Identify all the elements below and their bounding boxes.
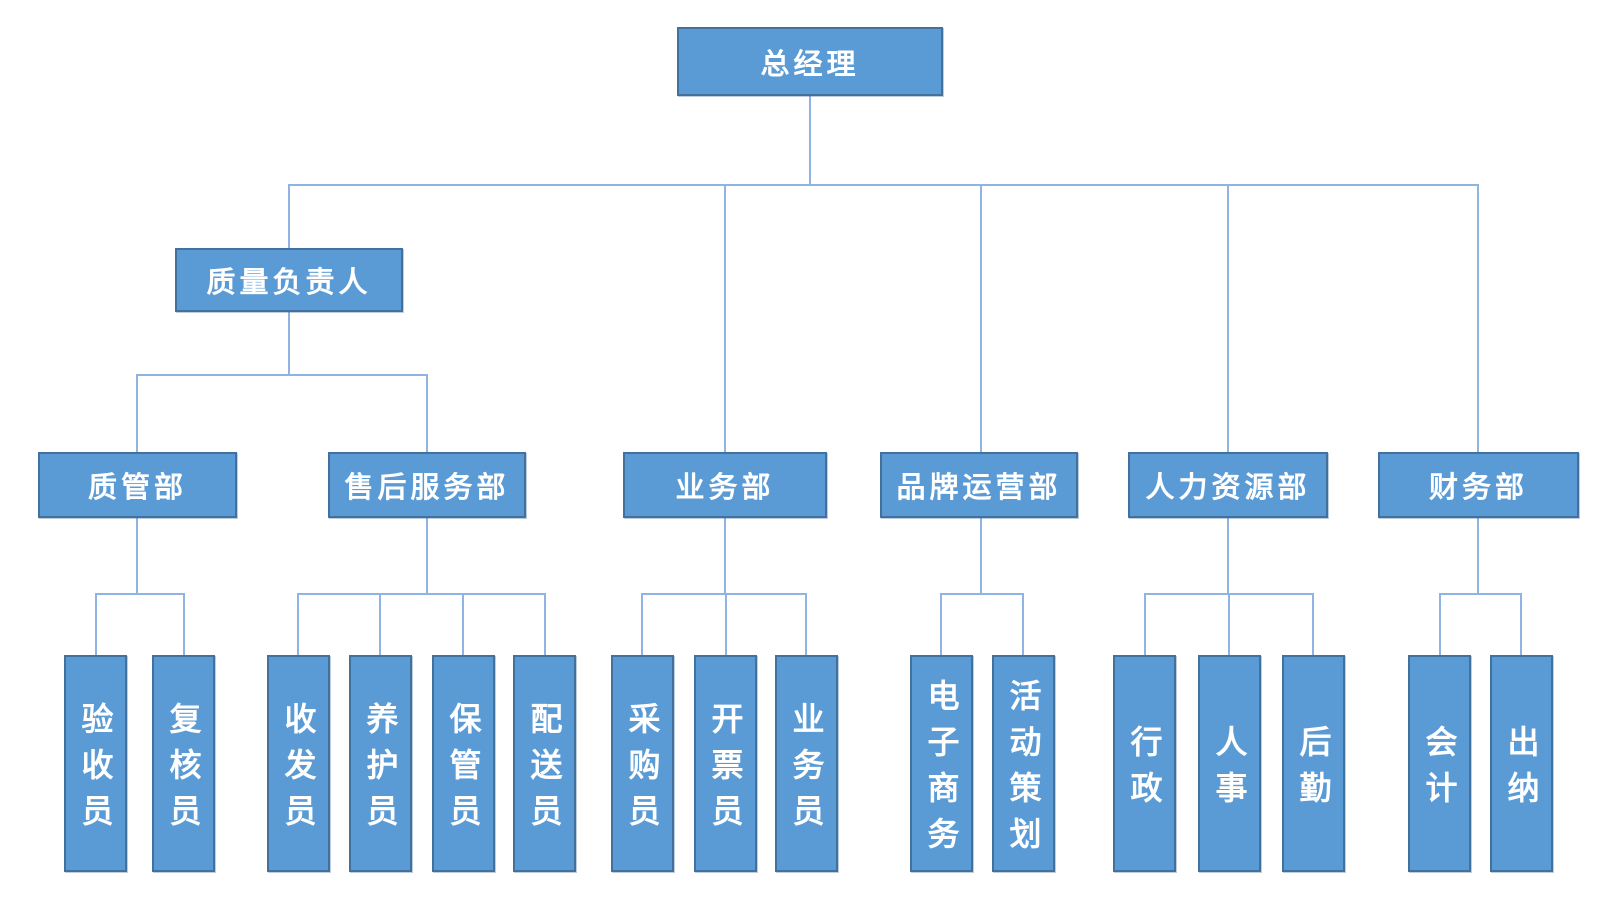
org-node-general-manager[interactable]: 总经理 [677, 27, 943, 96]
connector-bus-quality-staff [95, 593, 185, 595]
connector-drop-personnel [1228, 595, 1230, 655]
org-node-receiving-dispatch[interactable]: 收发员 [267, 655, 330, 872]
org-node-admin[interactable]: 行政 [1113, 655, 1176, 872]
connector-drop-reviewer [183, 595, 185, 655]
connector-drop-quality-dept [136, 376, 138, 452]
node-label: 活动策划 [1004, 678, 1043, 863]
org-node-event-planning[interactable]: 活动策划 [992, 655, 1055, 872]
connector-drop-hr-dept [1227, 186, 1229, 452]
connector-bus-hr-staff [1144, 593, 1314, 595]
org-node-maintenance[interactable]: 养护员 [349, 655, 412, 872]
connector-feed-after-sales-dept [426, 518, 428, 595]
org-node-ecommerce[interactable]: 电子商务 [910, 655, 973, 872]
connector-drop-business-dept [724, 186, 726, 452]
connector-drop-brand-dept [980, 186, 982, 452]
node-label: 电子商务 [922, 678, 961, 863]
org-node-storekeeper[interactable]: 保管员 [432, 655, 495, 872]
node-label: 采购员 [623, 701, 662, 840]
connector-drop-accountant [1439, 595, 1441, 655]
connector-drop-invoicing [725, 595, 727, 655]
connector-drop-delivery [544, 595, 546, 655]
connector-main-bus [288, 184, 1479, 186]
connector-drop-logistics [1312, 595, 1314, 655]
connector-drop-after-sales-dept [426, 376, 428, 452]
org-node-reviewer[interactable]: 复核员 [152, 655, 215, 872]
node-label: 养护员 [361, 701, 400, 840]
node-label: 出纳 [1502, 724, 1541, 817]
node-label: 质量负责人 [206, 265, 372, 299]
connector-drop-quality-lead [288, 186, 290, 248]
connector-feed-brand-dept [980, 518, 982, 595]
org-node-inspector[interactable]: 验收员 [64, 655, 127, 872]
connector-feed-finance-dept [1477, 518, 1479, 595]
connector-drop-finance-dept [1477, 186, 1479, 452]
connector-bus-finance-staff [1439, 593, 1522, 595]
connector-bus-business-staff [641, 593, 807, 595]
connector-drop-salesperson [805, 595, 807, 655]
connector-drop-receiving [297, 595, 299, 655]
org-node-finance-dept[interactable]: 财务部 [1378, 452, 1579, 518]
org-node-accountant[interactable]: 会计 [1408, 655, 1471, 872]
connector-bus-brand-staff [940, 593, 1024, 595]
node-label: 质管部 [87, 470, 187, 504]
node-label: 复核员 [164, 701, 203, 840]
connector-drop-purchaser [641, 595, 643, 655]
connector-quality-lead-feed [288, 312, 290, 375]
connector-feed-quality-dept [136, 518, 138, 595]
node-label: 后勤 [1294, 724, 1333, 817]
connector-root-feed [809, 96, 811, 186]
org-node-hr-dept[interactable]: 人力资源部 [1128, 452, 1328, 518]
node-label: 验收员 [76, 701, 115, 840]
node-label: 配送员 [525, 701, 564, 840]
node-label: 售后服务部 [344, 470, 510, 504]
connector-drop-ecommerce [940, 595, 942, 655]
org-node-logistics[interactable]: 后勤 [1282, 655, 1345, 872]
connector-quality-bus [136, 374, 428, 376]
org-node-quality-lead[interactable]: 质量负责人 [175, 248, 403, 312]
connector-drop-event-planning [1022, 595, 1024, 655]
node-label: 业务员 [787, 701, 826, 840]
org-node-brand-operations-dept[interactable]: 品牌运营部 [880, 452, 1078, 518]
org-node-invoicing-clerk[interactable]: 开票员 [694, 655, 757, 872]
connector-drop-storekeeper [462, 595, 464, 655]
connector-drop-admin [1144, 595, 1146, 655]
node-label: 业务部 [675, 470, 775, 504]
node-label: 会计 [1420, 724, 1459, 817]
connector-drop-maintenance [379, 595, 381, 655]
node-label: 收发员 [279, 701, 318, 840]
org-node-quality-dept[interactable]: 质管部 [38, 452, 237, 518]
org-node-salesperson[interactable]: 业务员 [775, 655, 838, 872]
connector-drop-inspector [95, 595, 97, 655]
connector-bus-after-sales-staff [297, 593, 546, 595]
node-label: 人力资源部 [1145, 470, 1311, 504]
node-label: 人事 [1210, 724, 1249, 817]
node-label: 财务部 [1428, 470, 1528, 504]
node-label: 行政 [1125, 724, 1164, 817]
org-node-purchaser[interactable]: 采购员 [611, 655, 674, 872]
node-label: 总经理 [760, 46, 860, 81]
connector-feed-hr-dept [1227, 518, 1229, 595]
node-label: 品牌运营部 [896, 470, 1062, 504]
org-node-business-dept[interactable]: 业务部 [623, 452, 827, 518]
connector-feed-business-dept [724, 518, 726, 595]
org-node-personnel[interactable]: 人事 [1198, 655, 1261, 872]
org-node-delivery[interactable]: 配送员 [513, 655, 576, 872]
connector-drop-cashier [1520, 595, 1522, 655]
org-node-cashier[interactable]: 出纳 [1490, 655, 1553, 872]
node-label: 开票员 [706, 701, 745, 840]
org-node-after-sales-dept[interactable]: 售后服务部 [328, 452, 526, 518]
node-label: 保管员 [444, 701, 483, 840]
